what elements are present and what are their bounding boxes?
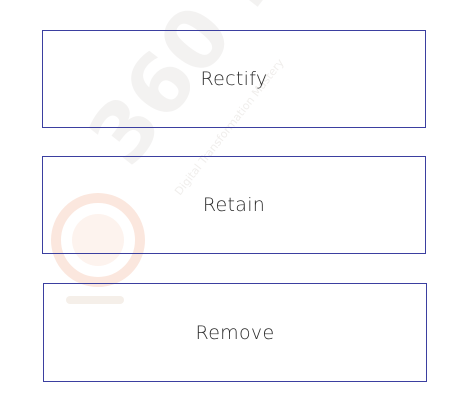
remove-label: Remove	[195, 321, 275, 344]
rectify-box: Rectify	[42, 30, 426, 128]
remove-box: Remove	[43, 283, 427, 382]
retain-label: Retain	[202, 194, 266, 216]
retain-box: Retain	[42, 156, 426, 254]
rectify-label: Rectify	[200, 68, 268, 90]
